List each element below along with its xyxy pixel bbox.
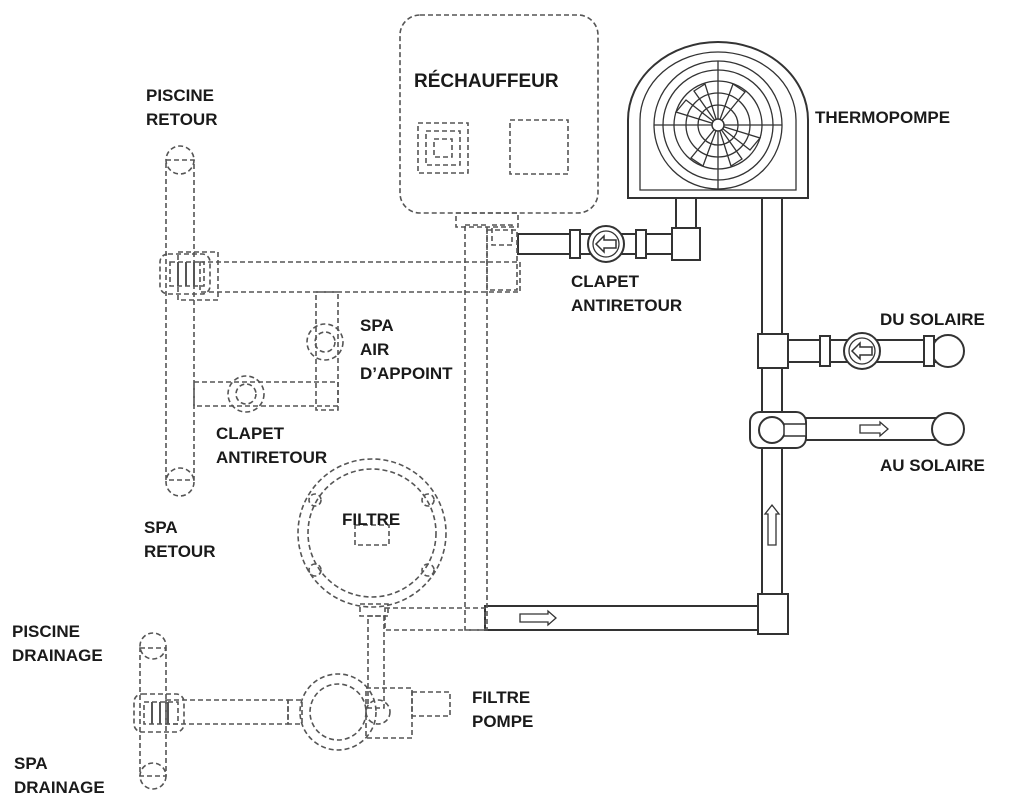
heater-label: RÉCHAUFFEUR — [414, 71, 559, 92]
heat-pump-label: THERMOPOMPE — [815, 108, 951, 127]
filter-pump-line-2: POMPE — [472, 712, 534, 731]
check-valve-left-line-1: CLAPET — [216, 424, 284, 443]
dashed-piping — [165, 145, 521, 631]
spa-return-label: SPA RETOUR — [144, 516, 215, 564]
drainage-piping — [139, 632, 289, 790]
pool-return-line-1: PISCINE — [146, 86, 215, 105]
heat-pump-unit — [627, 41, 809, 199]
check-valve-top-line-2: ANTIRETOUR — [571, 296, 683, 315]
spa-drain-line-2: DRAINAGE — [14, 778, 105, 797]
check-valve-top-label: CLAPET ANTIRETOUR — [571, 270, 682, 318]
pool-drain-line-1: PISCINE — [12, 622, 81, 641]
flow-arrow-icon — [519, 609, 557, 627]
solid-piping — [484, 197, 965, 635]
check-valve-icon — [306, 323, 344, 361]
fan-icon — [653, 60, 783, 190]
pool-drain-label: PISCINE DRAINAGE — [12, 620, 103, 668]
check-valve-left-label: CLAPET ANTIRETOUR — [216, 422, 327, 470]
check-valve-top-line-1: CLAPET — [571, 272, 639, 291]
flow-arrow-icon — [763, 503, 781, 546]
spa-return-line-2: RETOUR — [144, 542, 216, 561]
check-valve-icon — [227, 375, 265, 413]
flow-arrow-icon — [859, 420, 889, 438]
heater-unit — [399, 14, 599, 228]
filter-pump-line-1: FILTRE — [472, 688, 531, 707]
check-valve-icon — [843, 332, 881, 370]
filter-label: FILTRE — [342, 510, 401, 529]
from-solar-label: DU SOLAIRE — [880, 310, 985, 329]
spa-drain-label: SPA DRAINAGE — [14, 752, 105, 800]
pool-return-label: PISCINE RETOUR — [146, 84, 217, 132]
pump-icon — [287, 673, 451, 751]
spa-air-line-2: AIR — [360, 340, 390, 359]
pool-drain-line-2: DRAINAGE — [12, 646, 103, 665]
to-solar-label: AU SOLAIRE — [880, 456, 985, 475]
three-way-valve-icon — [159, 253, 211, 295]
spa-air-line-3: D’APPOINT — [360, 364, 453, 383]
filter-tank — [297, 458, 447, 709]
pool-return-line-2: RETOUR — [146, 110, 218, 129]
spa-air-label: SPA AIR D’APPOINT — [360, 314, 453, 386]
three-way-valve-icon — [133, 693, 185, 733]
three-way-valve-icon — [749, 411, 807, 449]
check-valve-left-line-2: ANTIRETOUR — [216, 448, 328, 467]
check-valve-icon — [587, 225, 625, 263]
filter-pump-label: FILTRE POMPE — [472, 686, 533, 734]
spa-return-line-1: SPA — [144, 518, 178, 537]
spa-drain-line-1: SPA — [14, 754, 48, 773]
spa-air-line-1: SPA — [360, 316, 394, 335]
